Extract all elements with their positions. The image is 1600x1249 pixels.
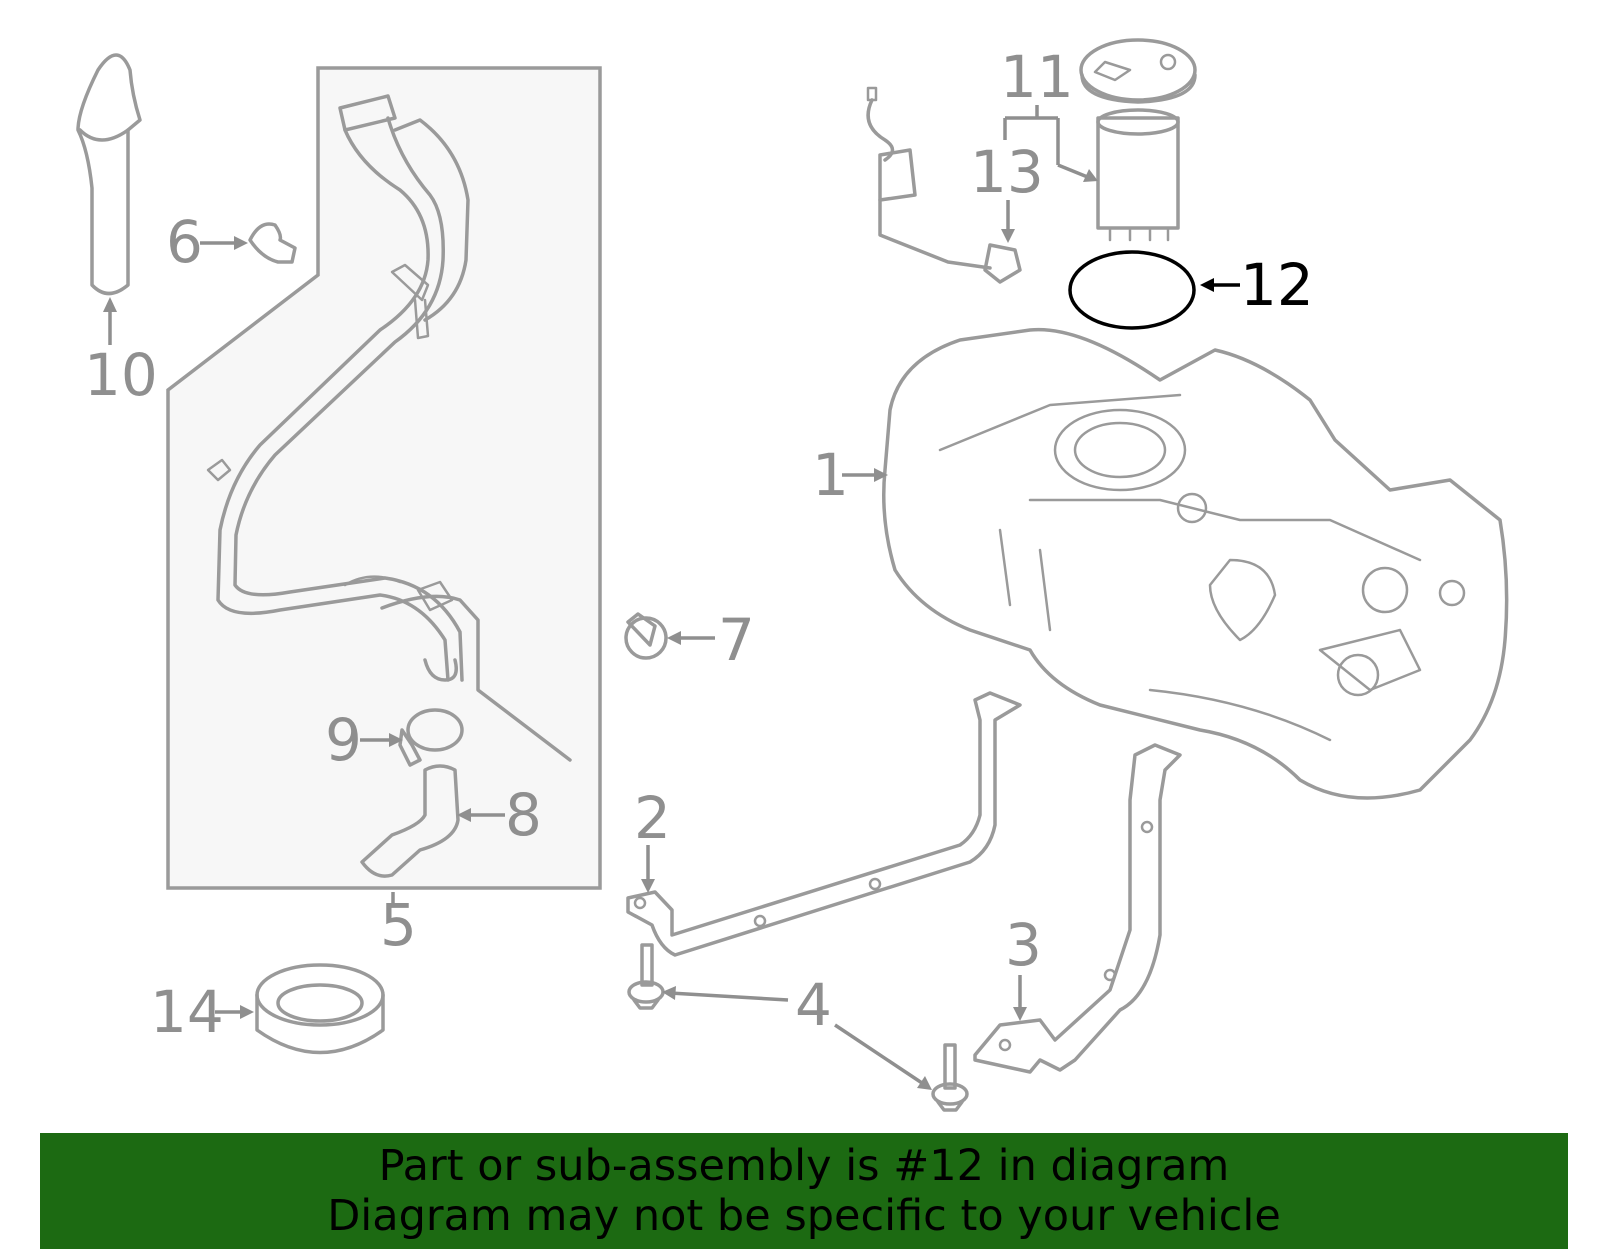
- part-2-tank-strap[interactable]: [626, 691, 1022, 957]
- part-8-hose[interactable]: [360, 764, 460, 878]
- callout-5: 5: [380, 891, 417, 959]
- callout-13: 13: [970, 138, 1044, 206]
- parts-diagram: 1 2 3 4 5 6 7 8 9 10 11 12 13 14: [76, 38, 1509, 1112]
- part-6-clip[interactable]: [248, 222, 297, 264]
- part-12-seal[interactable]: [1068, 250, 1196, 330]
- callout-9: 9: [325, 706, 362, 774]
- callout-8: 8: [505, 781, 542, 849]
- part-1-fuel-tank[interactable]: [882, 327, 1509, 800]
- part-11-pump-module[interactable]: [1079, 38, 1197, 242]
- callout-12: 12: [1240, 251, 1314, 319]
- callout-11: 11: [1000, 43, 1074, 111]
- callout-1: 1: [812, 441, 849, 509]
- callout-4: 4: [795, 971, 832, 1039]
- part-7-grommet[interactable]: [624, 612, 668, 660]
- part-14-lock-ring[interactable]: [255, 963, 385, 1055]
- callout-14: 14: [150, 978, 224, 1046]
- callout-3: 3: [1005, 911, 1042, 979]
- part-13-level-sensor[interactable]: [866, 86, 1022, 284]
- part-9-hose-clamp[interactable]: [398, 708, 464, 767]
- part-4-bolt-b[interactable]: [931, 1043, 969, 1112]
- part-4-bolt-a[interactable]: [627, 943, 665, 1010]
- part-3-tank-strap[interactable]: [973, 743, 1182, 1074]
- callout-2: 2: [634, 784, 671, 852]
- filler-assembly-box: [166, 66, 602, 890]
- callout-10: 10: [84, 341, 158, 409]
- callout-6: 6: [166, 208, 203, 276]
- banner-line-disclaimer: Diagram may not be specific to your vehi…: [327, 1191, 1281, 1241]
- part-5-filler-pipe[interactable]: [206, 94, 572, 762]
- banner-line-part: Part or sub-assembly is #12 in diagram: [378, 1141, 1230, 1191]
- info-banner: Part or sub-assembly is #12 in diagram D…: [40, 1133, 1568, 1249]
- callout-7: 7: [718, 606, 755, 674]
- callout-leaders: [103, 105, 1240, 1090]
- part-10-filler-cover[interactable]: [76, 53, 142, 296]
